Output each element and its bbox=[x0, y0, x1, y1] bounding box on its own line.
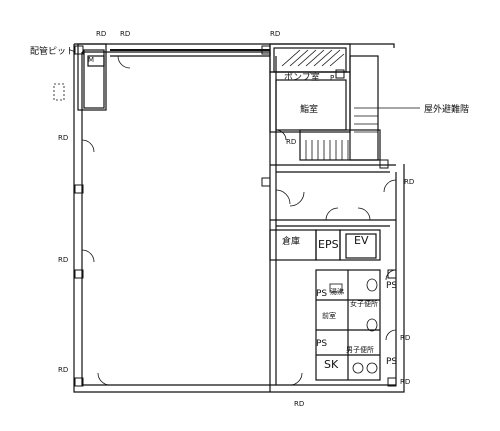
rd-label: RD bbox=[58, 366, 68, 374]
door-swing-icon bbox=[81, 55, 397, 386]
rd-label: RD bbox=[58, 134, 68, 142]
rd-label: RD bbox=[400, 378, 410, 386]
storage-room-label: 鮨室 bbox=[300, 103, 318, 115]
piping-pit-wall bbox=[77, 43, 107, 111]
womens-wc-label: 女子便所 bbox=[350, 299, 378, 308]
hot-water-label: 湯沸 bbox=[330, 287, 344, 296]
rd-label: RD bbox=[270, 30, 280, 38]
sink-icon bbox=[329, 283, 343, 293]
ev-label: EV bbox=[354, 234, 369, 247]
rd-label: RD bbox=[286, 138, 296, 146]
warehouse-label: 倉庫 bbox=[282, 235, 300, 247]
ps-label-4: PS bbox=[386, 357, 397, 367]
eps-label: EPS bbox=[318, 238, 339, 251]
ev-wall bbox=[339, 229, 381, 261]
front-room-label: 前室 bbox=[322, 311, 336, 320]
exterior-wall bbox=[73, 43, 405, 393]
rd-label: RD bbox=[120, 30, 130, 38]
exterior-wall-inner bbox=[81, 51, 397, 386]
ps-label-1: PS bbox=[316, 289, 327, 299]
piping-pit-label: 配管ピット bbox=[30, 45, 75, 57]
rd-label: RD bbox=[96, 30, 106, 38]
outdoor-stair-label: 屋外避難階 bbox=[424, 103, 469, 115]
ps-label-2: PS bbox=[386, 281, 397, 291]
stair-hatch-icon bbox=[281, 49, 345, 67]
mark-p-label: P bbox=[330, 74, 334, 82]
toilet-icon bbox=[352, 362, 364, 374]
column-markers bbox=[74, 45, 397, 387]
toilet-icon bbox=[366, 362, 378, 374]
mark-m-label: M bbox=[88, 56, 94, 64]
toilet-icon bbox=[366, 278, 378, 292]
pump-room-label: ポンプ室 bbox=[284, 71, 320, 83]
mens-wc-label: 男子便所 bbox=[346, 345, 374, 354]
stair-treads bbox=[299, 107, 378, 160]
rd-label: RD bbox=[400, 334, 410, 342]
pit-outline bbox=[53, 83, 65, 101]
rd-label: RD bbox=[58, 256, 68, 264]
sk-label: SK bbox=[324, 358, 339, 371]
ps-label-3: PS bbox=[316, 339, 327, 349]
rd-label: RD bbox=[404, 178, 414, 186]
rd-label: RD bbox=[294, 400, 304, 408]
toilet-icon bbox=[366, 318, 378, 332]
